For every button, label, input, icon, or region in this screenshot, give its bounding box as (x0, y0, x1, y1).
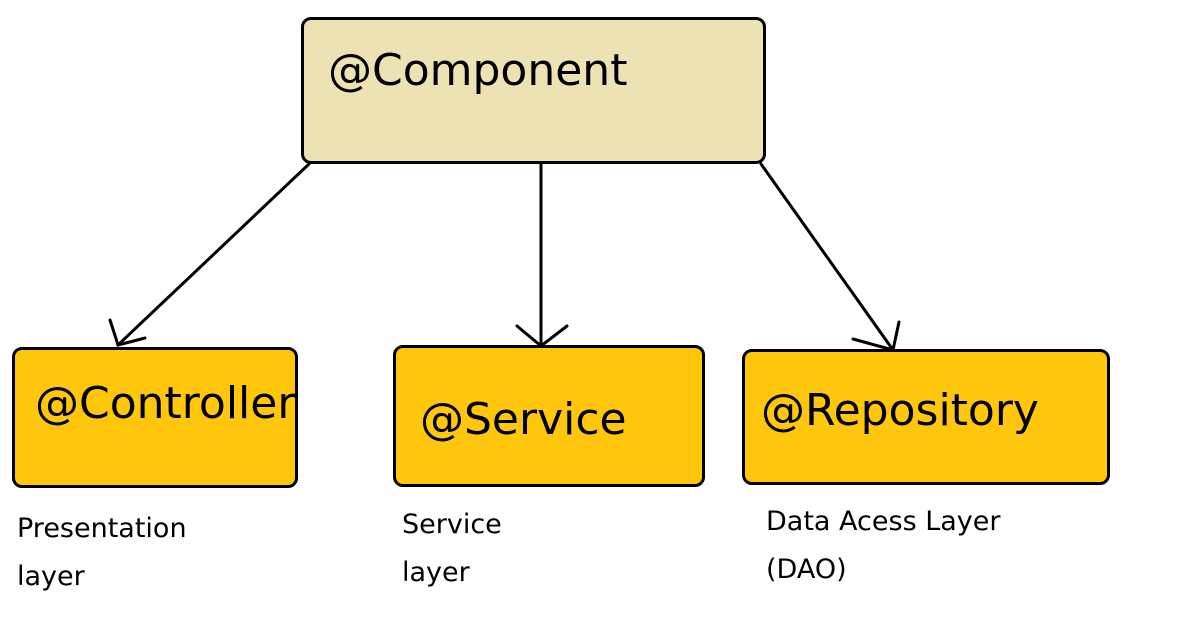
arrow-component-to-repository (759, 162, 901, 352)
arrow-component-to-service (515, 162, 569, 348)
arrow-shaft (759, 162, 895, 352)
arrow-shaft (116, 162, 311, 347)
arrow-component-to-controller (108, 162, 311, 347)
service-layer-caption: Service layer (402, 501, 502, 597)
component-node: @Component (301, 17, 766, 164)
caption-line: (DAO) (766, 554, 847, 585)
caption-line: Presentation (17, 513, 187, 544)
caption-line: Service (402, 509, 502, 540)
service-label: @Service (420, 394, 627, 445)
controller-label: @Controller (35, 378, 296, 429)
component-label: @Component (328, 45, 628, 96)
caption-line: layer (402, 557, 470, 588)
dao-layer-caption: Data Acess Layer (DAO) (766, 498, 1001, 594)
repository-node: @Repository (742, 349, 1110, 485)
caption-line: layer (17, 561, 85, 592)
arrowhead (108, 318, 147, 347)
service-node: @Service (393, 345, 705, 487)
controller-node: @Controller (12, 347, 298, 488)
presentation-layer-caption: Presentation layer (17, 505, 187, 601)
repository-label: @Repository (761, 385, 1039, 436)
caption-line: Data Acess Layer (766, 506, 1001, 537)
